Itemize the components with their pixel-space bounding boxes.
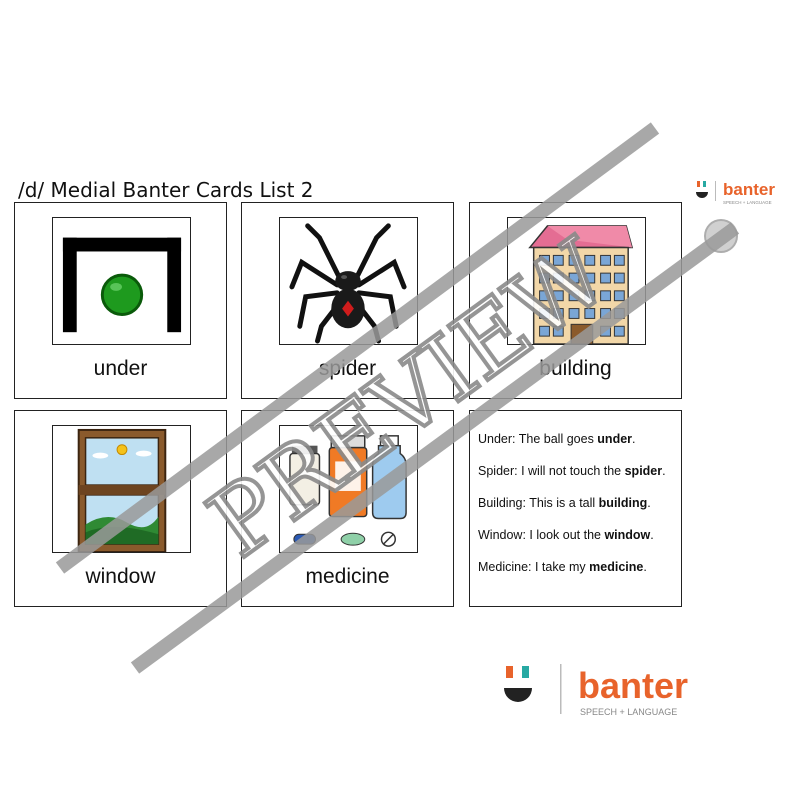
sentence-item: Window: I look out the window. xyxy=(478,528,654,542)
sentence-list: Under: The ball goes under. Spider: I wi… xyxy=(478,431,666,591)
banter-logo-small-tagline: SPEECH + LANGUAGE xyxy=(723,200,772,205)
page-indicator-dot[interactable] xyxy=(704,219,738,253)
card-word: spider xyxy=(318,357,377,380)
banter-logo-large: banter SPEECH + LANGUAGE xyxy=(504,664,688,717)
card-word: window xyxy=(85,565,156,588)
sentence-item: Medicine: I take my medicine. xyxy=(478,560,647,574)
window-icon xyxy=(52,425,191,553)
sentence-item: Under: The ball goes under. xyxy=(478,432,636,446)
banter-logo-small-text: banter xyxy=(723,180,775,199)
card-word: under xyxy=(93,357,148,380)
page-title: /d/ Medial Banter Cards List 2 xyxy=(18,178,314,202)
sentence-item: Building: This is a tall building. xyxy=(478,496,651,510)
card-spider: spider xyxy=(241,202,454,399)
under-icon xyxy=(52,217,191,345)
medicine-icon xyxy=(279,425,418,553)
building-icon xyxy=(507,217,646,345)
spider-icon xyxy=(279,217,418,345)
card-word: building xyxy=(539,357,612,380)
banter-logo-large-tagline: SPEECH + LANGUAGE xyxy=(580,707,677,717)
card-medicine: medicine xyxy=(241,410,454,607)
card-word: medicine xyxy=(305,565,390,588)
banter-logo-large-text: banter xyxy=(578,665,688,706)
card-sentences: Under: The ball goes under. Spider: I wi… xyxy=(469,410,682,607)
card-under: under xyxy=(14,202,227,399)
card-window: window xyxy=(14,410,227,607)
banter-logo-small: banter SPEECH + LANGUAGE xyxy=(696,180,775,205)
sentence-item: Spider: I will not touch the spider. xyxy=(478,464,666,478)
card-building: building xyxy=(469,202,682,399)
